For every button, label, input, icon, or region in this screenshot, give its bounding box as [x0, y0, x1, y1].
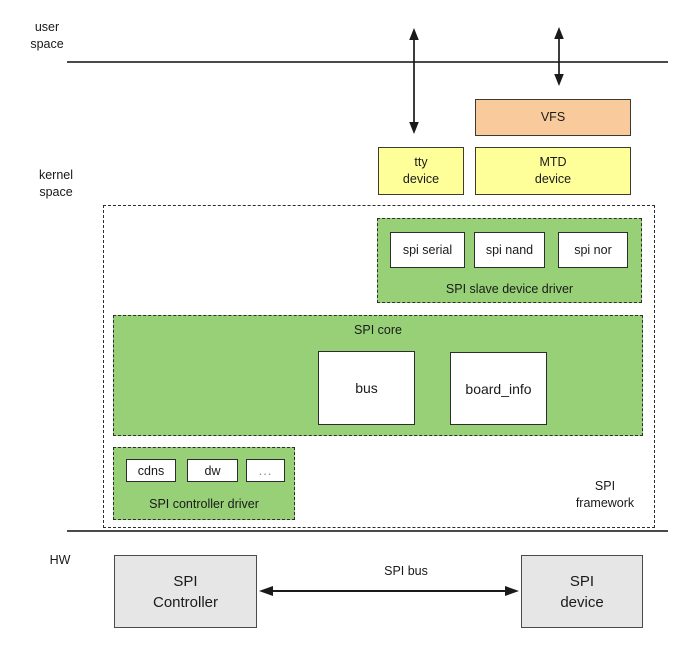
user-tty-double-arrow-icon	[409, 28, 419, 134]
hw-label: HW	[49, 553, 71, 567]
dw-module: dw	[187, 459, 238, 482]
user-kernel-divider-line	[67, 61, 668, 63]
spi-framework-label: SPI framework	[575, 479, 635, 510]
spi-controller-box: SPI Controller	[114, 555, 257, 628]
spi-device-box: SPI device	[521, 555, 643, 628]
vfs-box: VFS	[475, 99, 631, 136]
spi-nand-module: spi nand	[474, 232, 545, 268]
spi-bus-label: SPI bus	[384, 564, 428, 578]
tty-device-box: tty device	[378, 147, 464, 195]
user-vfs-double-arrow-icon	[554, 27, 564, 86]
spi-framework-container	[103, 205, 655, 528]
board-info-module: board_info	[450, 352, 547, 425]
more-drivers-module: ...	[246, 459, 285, 482]
kernel-hw-divider-line	[67, 530, 668, 532]
spi-bus-double-arrow-icon	[259, 586, 519, 596]
spi-controller-driver-label: SPI controller driver	[149, 497, 259, 511]
mtd-device-box: MTD device	[475, 147, 631, 195]
user-space-label: user space	[30, 20, 64, 51]
spi-slave-driver-label: SPI slave device driver	[445, 282, 574, 296]
bus-module: bus	[318, 351, 415, 425]
spi-serial-module: spi serial	[390, 232, 465, 268]
kernel-space-label: kernel space	[38, 168, 74, 199]
spi-nor-module: spi nor	[558, 232, 628, 268]
cdns-module: cdns	[126, 459, 176, 482]
spi-core-label: SPI core	[354, 323, 402, 337]
